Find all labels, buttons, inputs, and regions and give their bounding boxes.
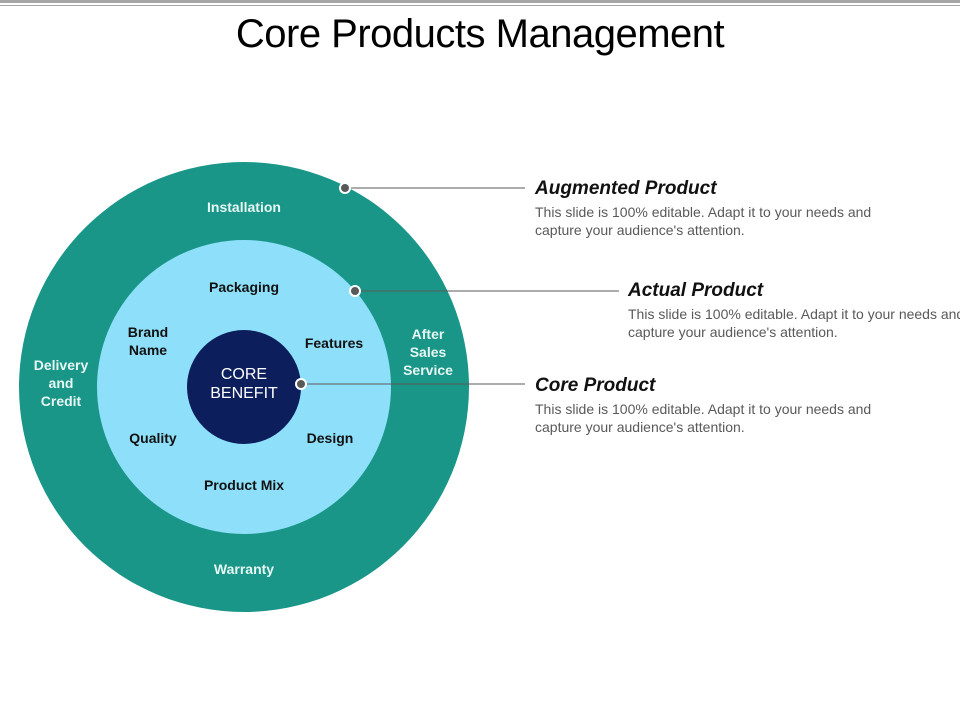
inner-circle-core xyxy=(187,330,301,444)
label-line: Credit xyxy=(40,393,82,409)
label-line: Brand xyxy=(127,324,169,340)
connector-dot-augmented xyxy=(339,182,351,194)
label-delivery-and-credit: Delivery and Credit xyxy=(34,356,88,410)
label-product-mix: Product Mix xyxy=(203,477,285,493)
connector-dot-core xyxy=(295,378,307,390)
label-line: Sales xyxy=(409,344,447,360)
callout-core-product: Core Product This slide is 100% editable… xyxy=(535,375,875,436)
label-line: and xyxy=(48,375,74,391)
callout-title: Actual Product xyxy=(628,280,764,301)
label-after-sales-service: After Sales Service xyxy=(403,325,453,379)
label-brand-name: Brand Name xyxy=(128,323,168,359)
callout-actual-product: Actual Product This slide is 100% editab… xyxy=(628,280,960,341)
label-line: Service xyxy=(403,362,453,378)
label-features: Features xyxy=(304,335,364,351)
label-packaging: Packaging xyxy=(208,279,280,295)
callout-title: Core Product xyxy=(535,375,656,396)
core-benefit-label: CORE BENEFIT xyxy=(210,365,278,403)
label-line: Delivery xyxy=(33,357,89,373)
connector-dot-actual xyxy=(349,285,361,297)
label-line: Name xyxy=(128,342,168,358)
callout-augmented-product: Augmented Product This slide is 100% edi… xyxy=(535,178,875,239)
page-title: Core Products Management xyxy=(235,12,725,56)
label-installation: Installation xyxy=(207,199,281,215)
callout-title: Augmented Product xyxy=(535,178,717,199)
core-line-1: CORE xyxy=(220,366,268,383)
core-line-2: BENEFIT xyxy=(210,385,278,402)
top-border-thick xyxy=(0,0,960,3)
label-quality: Quality xyxy=(129,430,177,446)
label-line: After xyxy=(411,326,445,342)
top-border-thin xyxy=(0,5,960,6)
label-warranty: Warranty xyxy=(213,561,275,577)
label-design: Design xyxy=(306,430,354,446)
callout-text: This slide is 100% editable. Adapt it to… xyxy=(535,204,872,238)
callout-text: This slide is 100% editable. Adapt it to… xyxy=(628,306,960,340)
callout-text: This slide is 100% editable. Adapt it to… xyxy=(535,401,872,435)
